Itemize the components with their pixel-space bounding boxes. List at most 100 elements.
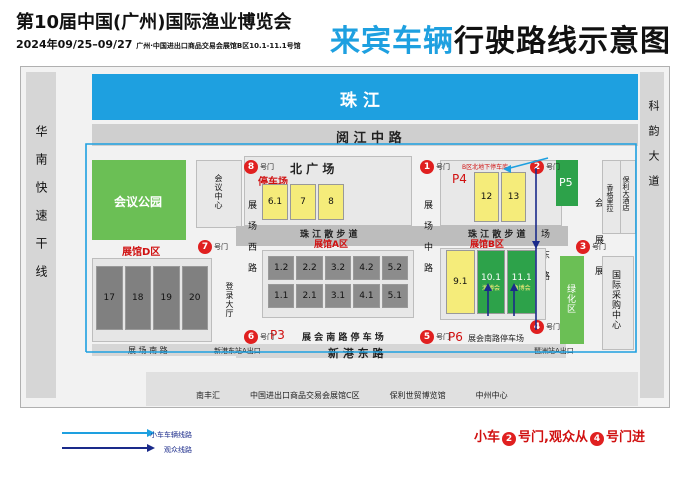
hall-17: 17 (96, 266, 123, 330)
yuejiang-road-label: 阅 江 中 路 (336, 131, 402, 146)
shangri-la-label: 香格里拉 (606, 184, 614, 212)
gate-2-label: 号门 (546, 163, 560, 171)
gate-6-marker: 6 (244, 330, 258, 344)
legend-car-route: 小车车辆线路 (150, 431, 192, 439)
hall-3.2: 3.2 (324, 256, 352, 280)
gate-7-marker: 7 (198, 240, 212, 254)
left-highway-label: 华南快速干线 (34, 125, 48, 293)
south-parking-label: 展 会 南 路 停 车 场 (302, 333, 384, 343)
hall-4.1: 4.1 (353, 284, 380, 308)
note-gate-a: 2 (502, 432, 517, 446)
gate-8-marker: 8 (244, 160, 258, 174)
note-part2: 号门,观众从 (518, 430, 588, 445)
hall-13: 13 (501, 172, 526, 222)
south-parking-p6-label: 展会南路停车场 (468, 334, 524, 343)
north-square-label: 北 广 场 (290, 162, 335, 176)
park-label: 会议公园 (114, 195, 163, 209)
hall-9.1: 9.1 (446, 250, 475, 314)
bottom-building-0: 南丰汇 (196, 391, 220, 400)
left-highway (26, 72, 56, 398)
legend-audience-route: 观众线路 (164, 446, 192, 454)
green-zone-label: 绿化区 (565, 284, 575, 314)
hall-18: 18 (124, 266, 151, 330)
hall-8: 8 (318, 184, 344, 220)
page-title: 第10届中国(广州)国际渔业博览会 (16, 12, 292, 33)
right-road-label: 科韵大道 (647, 100, 660, 200)
hall-10.1-number: 10.1 (480, 272, 502, 283)
river-label: 珠 江 (340, 91, 380, 111)
pearl-river (92, 74, 638, 120)
bottom-building-1: 中国进出口商品交易会展馆C区 (250, 391, 360, 400)
bottom-building-2: 保利世贸博览馆 (389, 391, 446, 400)
hall-d-label: 展馆D区 (122, 247, 161, 258)
xingang-road-label: 新 港 东 路 (328, 347, 384, 360)
gate-6-label: 号门 (260, 333, 274, 341)
hall-6.1: 6.1 (262, 184, 288, 220)
metro-west-label: 新港东站A出口 (214, 347, 261, 355)
bottom-buildings: 南丰汇 中国进出口商品交易会展馆C区 保利世贸博览馆 中州中心 (196, 390, 642, 404)
gate-4-label: 号门 (546, 323, 560, 331)
route-title-rest: 行驶路线示意图 (454, 24, 671, 59)
legend-audience-arrow (147, 444, 155, 452)
note-part1: 小车 (474, 430, 501, 445)
hall-19: 19 (153, 266, 180, 330)
intl-procurement-label: 国际采购中心 (610, 270, 620, 330)
gate-8-label: 号门 (260, 163, 274, 171)
xingang-road (236, 344, 566, 358)
date-venue: 广州·中国进出口商品交易会展馆B区10.1-11.1号馆 (136, 42, 301, 50)
hall-11.1-number: 11.1 (511, 272, 532, 283)
gate-5-label: 号门 (436, 333, 450, 341)
hall-1.1: 1.1 (268, 284, 295, 308)
hall-4.2: 4.2 (353, 256, 380, 280)
hall-20: 20 (181, 266, 208, 330)
metro-east-label: 琶洲站A出口 (534, 347, 574, 355)
exhibit-south-road-label: 展 场 南 路 (128, 346, 168, 355)
hall-2.1: 2.1 (296, 284, 323, 308)
poly-hotel-label: 保利大酒店 (622, 176, 630, 211)
bottom-building-3: 中州中心 (475, 391, 508, 400)
exhibit-middle-road-label: 展场中路 (422, 200, 432, 284)
gate-3-label: 号门 (592, 243, 606, 251)
hall-12: 12 (474, 172, 499, 222)
gate-1-marker: 1 (420, 160, 434, 174)
fishery-expo-tag: 渔博会 (512, 284, 531, 292)
bottom-strip (146, 372, 638, 406)
yuejiang-road (92, 124, 638, 146)
event-dates: 2024年09/25–09/27 广州·中国进出口商品交易会展馆B区10.1-1… (16, 36, 301, 52)
hall-1.2: 1.2 (268, 256, 295, 280)
p6-label: P6 (448, 330, 463, 344)
conference-center-label: 会议中心 (214, 174, 223, 210)
hall-2.2: 2.2 (296, 256, 323, 280)
hall-a-label: 展馆A区 (314, 240, 348, 250)
gate-3-marker: 3 (576, 240, 590, 254)
b-north-parking: B区北地下停车库 (462, 164, 509, 171)
registration-hall-label: 登录大厅 (225, 282, 234, 318)
gate-1-label: 号门 (436, 163, 450, 171)
note-part3: 号门进 (605, 430, 645, 445)
gate-4-marker: 4 (530, 320, 544, 334)
p4-label: P4 (452, 172, 467, 186)
gate-2-marker: 2 (530, 160, 544, 174)
exhibit-west-road-label: 展场西路 (246, 200, 256, 284)
gate-5-marker: 5 (420, 330, 434, 344)
fishery-expo-tag: 渔博会 (482, 284, 501, 292)
right-road (640, 72, 664, 398)
hall-5.2: 5.2 (381, 256, 409, 280)
hall-5.1: 5.1 (381, 284, 409, 308)
gate-7-label: 号门 (214, 243, 228, 251)
date-main: 2024年09/25–09/27 (16, 38, 133, 51)
hall-7: 7 (290, 184, 316, 220)
route-map-title: 来宾车辆行驶路线示意图 (330, 16, 671, 60)
hall-3.1: 3.1 (324, 284, 352, 308)
p5-label: P5 (559, 176, 573, 189)
route-title-guest: 来宾车辆 (330, 24, 454, 59)
